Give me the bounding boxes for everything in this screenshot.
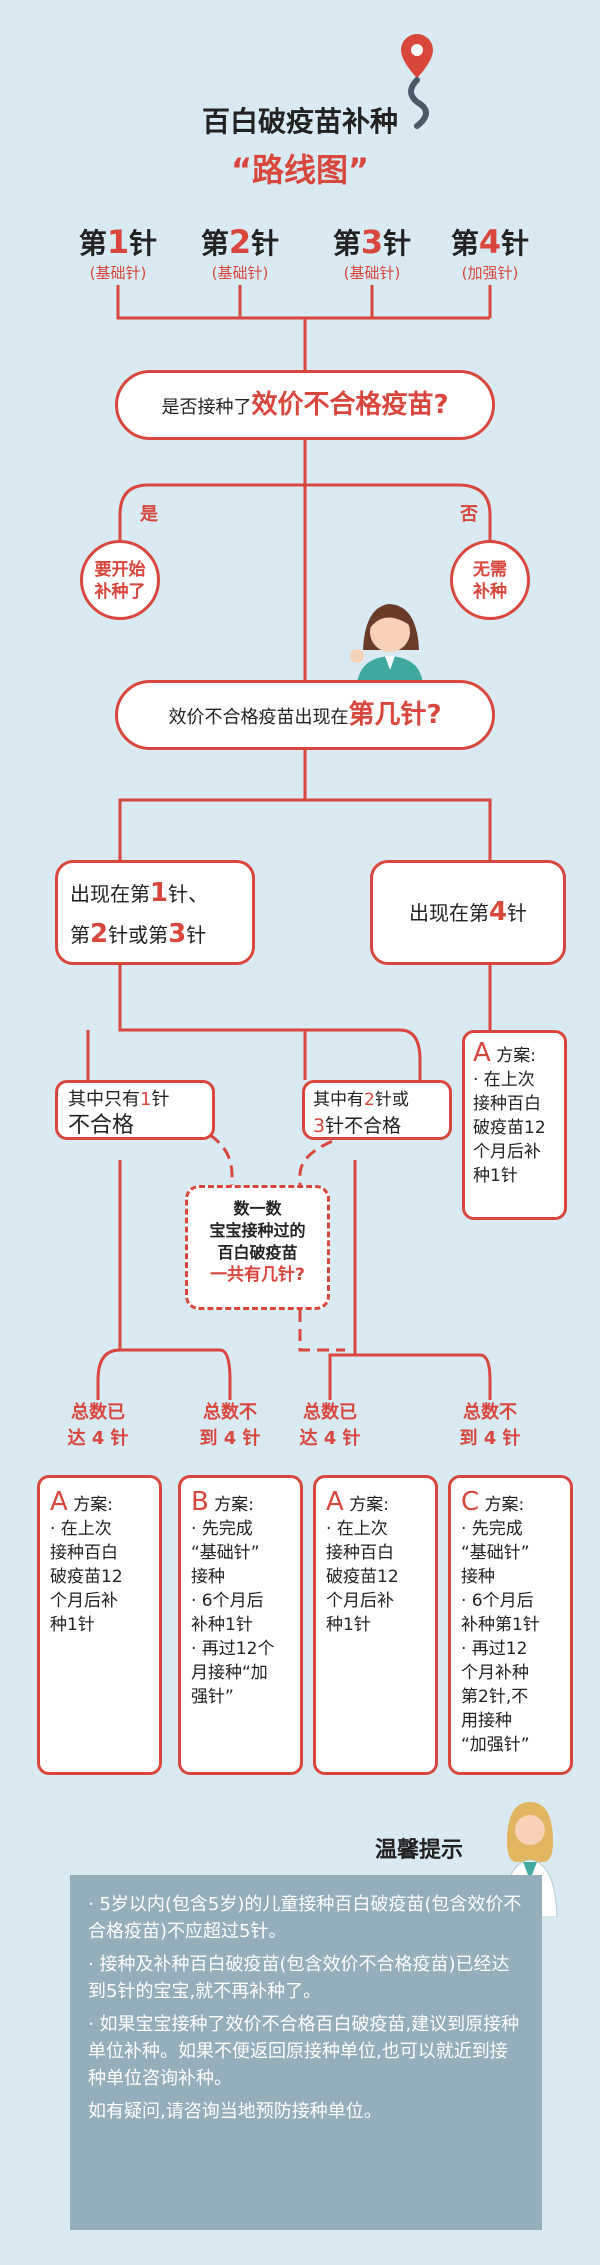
yes-label: 是	[140, 504, 158, 525]
page-subtitle: “路线图”	[230, 151, 370, 189]
start-catchup-circle: 要开始补种了	[80, 540, 160, 620]
no-label: 否	[460, 504, 478, 525]
question-low-potency: 是否接种了效价不合格疫苗?	[115, 370, 495, 440]
tips-panel: · 5岁以内(包含5岁)的儿童接种百白破疫苗(包含效价不合格疫苗)不应超过5针。…	[70, 1875, 542, 2230]
dose-3: 第3针 (基础针)	[332, 223, 412, 282]
tips-title: 温馨提示	[375, 1838, 464, 1863]
dose-4: 第4针 (加强针)	[450, 223, 530, 282]
nurse-illustration	[350, 604, 423, 685]
tip-4: 如有疑问,请咨询当地预防接种单位。	[88, 2101, 382, 2122]
tip-3: · 如果宝宝接种了效价不合格百白破疫苗,建议到原接种单位补种。如果不便返回原接种…	[88, 2014, 520, 2089]
dose-4-box: 出现在第4针	[370, 860, 566, 965]
tip-2: · 接种及补种百白破疫苗(包含效价不合格疫苗)已经达到5针的宝宝,就不再补种了。	[88, 1954, 510, 2002]
total-label-3: 总数已达 4 针	[299, 1402, 361, 1449]
dose-1: 第1针 (基础针)	[78, 223, 158, 282]
total-label-2: 总数不到 4 针	[199, 1402, 261, 1449]
location-pin-icon	[401, 34, 433, 129]
page-title: 百白破疫苗补种	[201, 105, 398, 138]
no-catchup-circle: 无需补种	[450, 540, 530, 620]
dose-2: 第2针 (基础针)	[200, 223, 280, 282]
question-which-dose: 效价不合格疫苗出现在第几针?	[115, 680, 495, 750]
only-one-dose-box: 其中只有1针 不合格	[55, 1080, 215, 1140]
two-or-three-doses-box: 其中有2针或 3针不合格	[302, 1080, 452, 1140]
dose-123-box: 出现在第1针、 第2针或第3针	[55, 860, 255, 965]
total-label-4: 总数不到 4 针	[459, 1402, 521, 1449]
tip-1: · 5岁以内(包含5岁)的儿童接种百白破疫苗(包含效价不合格疫苗)不应超过5针。	[88, 1894, 522, 1942]
count-doses-box: 数一数 宝宝接种过的 百白破疫苗 一共有几针?	[185, 1185, 330, 1310]
total-label-1: 总数已达 4 针	[67, 1402, 129, 1449]
plan-b: B 方案: · 先完成“基础针”接种· 6个月后补种1针· 再过12个月接种“加…	[178, 1475, 303, 1775]
plan-a-dose4: A 方案: · 在上次 接种百白 破疫苗12 个月后补 种1针	[462, 1030, 567, 1220]
